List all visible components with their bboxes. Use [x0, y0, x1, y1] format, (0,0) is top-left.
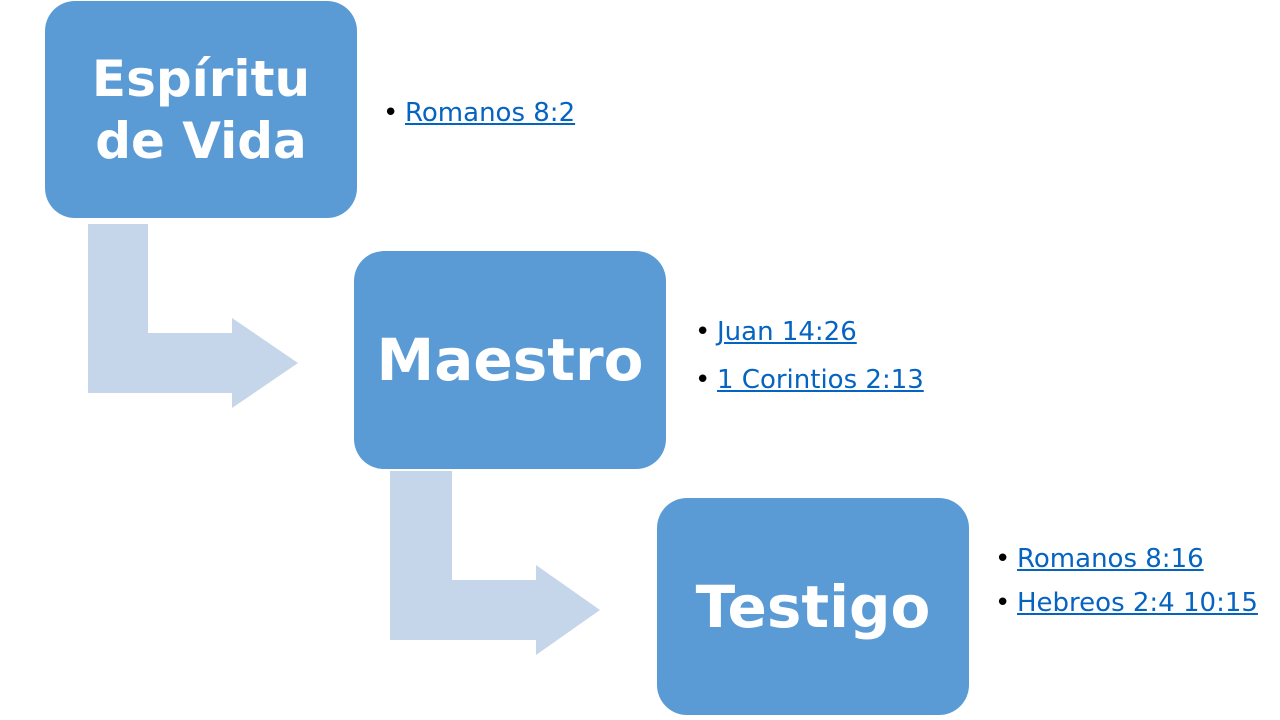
reference-list-testigo: Romanos 8:16 Hebreos 2:4 10:15 — [995, 543, 1265, 631]
node-title-line: de Vida — [95, 111, 307, 170]
reference-list-maestro: Juan 14:26 1 Corintios 2:13 — [695, 316, 924, 412]
connector-arrow-2 — [390, 471, 600, 655]
reference-link-1-corintios-2-13[interactable]: 1 Corintios 2:13 — [717, 365, 924, 395]
node-title: Espíritu de Vida — [92, 48, 310, 172]
node-maestro: Maestro — [354, 251, 666, 469]
reference-item: Romanos 8:16 — [995, 543, 1265, 575]
reference-item: 1 Corintios 2:13 — [695, 364, 924, 396]
reference-link-romanos-8-2[interactable]: Romanos 8:2 — [405, 98, 576, 128]
connector-arrow-1 — [88, 224, 298, 408]
reference-item: Hebreos 2:4 10:15 — [995, 587, 1265, 619]
node-title: Testigo — [695, 572, 931, 641]
reference-link-romanos-8-16[interactable]: Romanos 8:16 — [1017, 544, 1204, 574]
reference-item: Juan 14:26 — [695, 316, 924, 348]
reference-item: Romanos 8:2 — [383, 97, 575, 129]
node-title: Maestro — [376, 326, 644, 394]
reference-link-hebreos-2-4-10-15[interactable]: Hebreos 2:4 10:15 — [1017, 588, 1258, 618]
reference-list-espiritu-de-vida: Romanos 8:2 — [383, 97, 575, 145]
node-espiritu-de-vida: Espíritu de Vida — [45, 1, 357, 218]
node-title-line: Espíritu — [91, 49, 311, 108]
node-testigo: Testigo — [657, 498, 969, 715]
reference-link-juan-14-26[interactable]: Juan 14:26 — [717, 317, 857, 347]
